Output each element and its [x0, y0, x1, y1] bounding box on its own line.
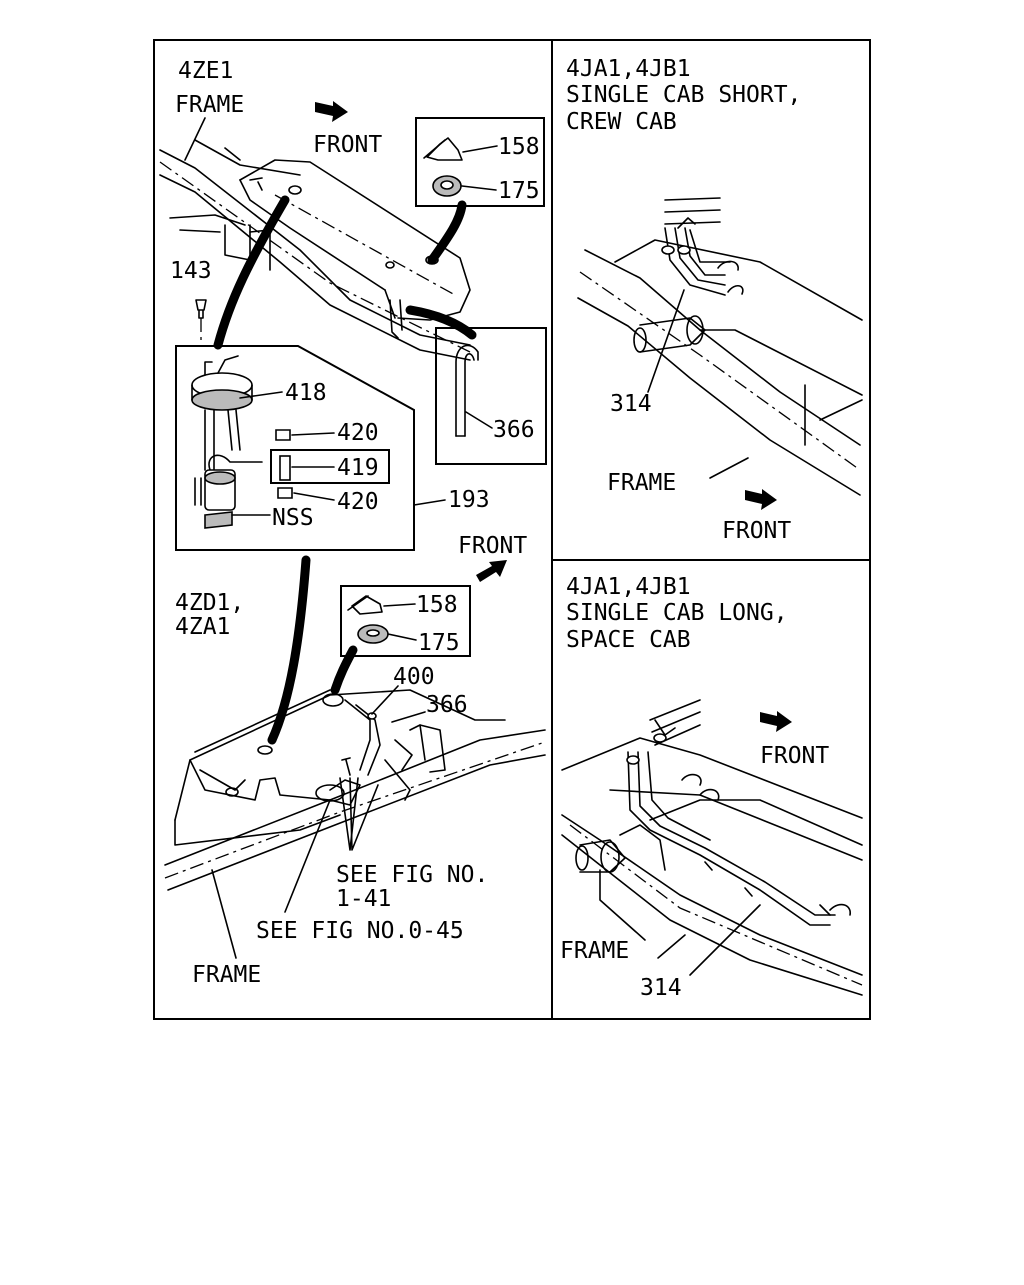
engine-label-4ze1: 4ZE1	[178, 58, 233, 84]
grommet-callout-box-bottom: 158 175	[340, 585, 471, 657]
leader-line	[211, 869, 237, 959]
front-label-right-top: FRONT	[722, 518, 791, 544]
front-label-top: FRONT	[313, 132, 382, 158]
callout-420-bottom: 420	[337, 489, 379, 515]
upper-frame-drawing	[159, 139, 471, 361]
callout-158-top: 158	[498, 134, 540, 160]
front-arrow-icon	[476, 560, 507, 582]
callout-366-bottom: 366	[426, 692, 468, 718]
callout-nss: NSS	[272, 505, 314, 531]
engine-label-4zd1: 4ZD1,	[175, 590, 244, 616]
callout-314-top: 314	[610, 391, 652, 417]
front-arrow-icon	[315, 101, 348, 122]
cab-label-single-long: SINGLE CAB LONG,	[566, 600, 788, 626]
leader-line	[689, 904, 761, 976]
front-arrow-icon	[760, 711, 792, 732]
callout-400: 400	[393, 664, 435, 690]
see-fig-1-41-line2: 1-41	[336, 886, 391, 912]
engine-label-4za1: 4ZA1	[175, 614, 230, 640]
bolt-icon	[195, 299, 207, 319]
cab-label-single-short: SINGLE CAB SHORT,	[566, 82, 801, 108]
frame-label-right-bottom: FRAME	[560, 938, 629, 964]
leader-line	[657, 934, 686, 959]
diagram-frame	[153, 39, 871, 1020]
front-label-right-bottom: FRONT	[760, 743, 829, 769]
callout-175-bottom: 175	[418, 630, 460, 656]
callout-193: 193	[448, 487, 490, 513]
leader-line	[647, 289, 685, 393]
leader-line	[339, 777, 359, 851]
lower-frame-drawing	[164, 689, 546, 891]
frame-label-top: FRAME	[175, 92, 244, 118]
callout-143: 143	[170, 258, 212, 284]
right-bottom-frame-drawing	[561, 699, 863, 996]
callout-314-bottom: 314	[640, 975, 682, 1001]
frame-label-bottom: FRAME	[192, 962, 261, 988]
front-label-bottom: FRONT	[458, 533, 527, 559]
hose-callout-box: 366	[435, 327, 547, 465]
front-arrow-icon	[745, 489, 777, 510]
fuel-pump-callout-box: 418 420 419 420 NSS	[175, 345, 415, 551]
left-panel: 4ZE1 FRAME FRONT 158 175 366 143	[159, 58, 547, 988]
leader-line	[349, 777, 379, 851]
callout-420-top: 420	[337, 420, 379, 446]
engine-label-4ja1-4jb1-top: 4JA1,4JB1	[566, 56, 691, 82]
callout-366-top: 366	[493, 417, 535, 443]
callout-158-bottom: 158	[416, 592, 458, 618]
pump-indicator-leader	[213, 195, 290, 350]
frame-label-right-top: FRAME	[607, 470, 676, 496]
callout-419: 419	[337, 455, 379, 481]
right-top-panel: 4JA1,4JB1 SINGLE CAB SHORT, CREW CAB 31	[566, 56, 863, 544]
hose-indicator-leader	[405, 305, 477, 340]
see-fig-0-45: SEE FIG NO.0-45	[256, 918, 464, 944]
leader-line	[284, 799, 331, 913]
callout-418: 418	[285, 380, 327, 406]
callout-175-top: 175	[498, 178, 540, 204]
grommet-callout-box-top: 158 175	[415, 117, 545, 207]
cab-label-space: SPACE CAB	[566, 627, 691, 653]
leader-line	[184, 117, 206, 161]
pump-indicator-leader-lower	[267, 555, 311, 745]
grommet-indicator-leader	[427, 200, 467, 265]
grommet-indicator-leader-lower	[330, 645, 358, 695]
see-fig-1-41-line1: SEE FIG NO.	[336, 862, 488, 888]
leader-line	[709, 457, 749, 479]
right-top-frame-drawing	[577, 197, 863, 496]
right-bottom-panel: 4JA1,4JB1 SINGLE CAB LONG, SPACE CAB FRO…	[560, 574, 863, 1001]
cab-label-crew: CREW CAB	[566, 109, 677, 135]
engine-label-4ja1-4jb1-bottom: 4JA1,4JB1	[566, 574, 691, 600]
